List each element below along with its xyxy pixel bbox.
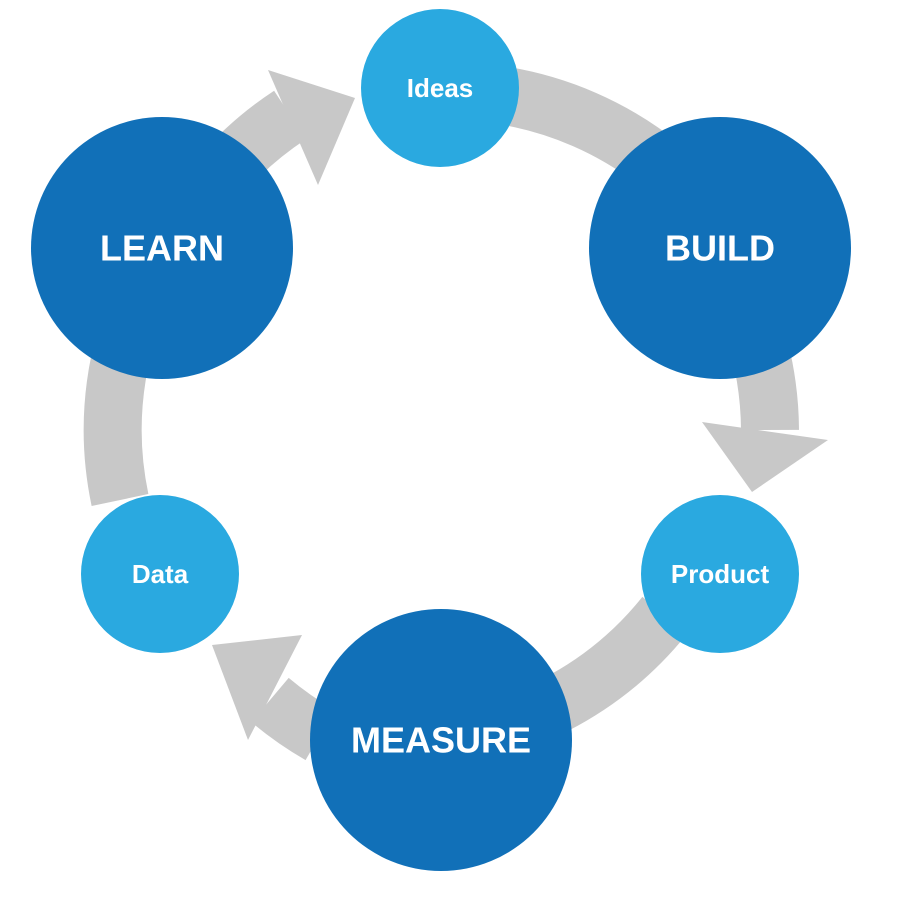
node-measure-label: MEASURE [351, 720, 531, 761]
node-learn-label: LEARN [100, 228, 224, 269]
node-data-label: Data [132, 559, 189, 589]
arrowhead-to-ideas-icon [268, 70, 355, 185]
ring-segment-data-learn [83, 354, 149, 506]
arrowhead-to-data-icon [212, 635, 302, 740]
node-build: BUILD [589, 117, 851, 379]
node-product: Product [641, 495, 799, 653]
node-measure: MEASURE [310, 609, 572, 871]
node-build-label: BUILD [665, 228, 775, 269]
node-data: Data [81, 495, 239, 653]
node-ideas: Ideas [361, 9, 519, 167]
node-learn: LEARN [31, 117, 293, 379]
ring-segment-product-measure [541, 596, 688, 731]
arrowhead-to-product-icon [702, 422, 828, 492]
node-ideas-label: Ideas [407, 73, 474, 103]
node-product-label: Product [671, 559, 770, 589]
cycle-arrowheads [212, 70, 828, 740]
